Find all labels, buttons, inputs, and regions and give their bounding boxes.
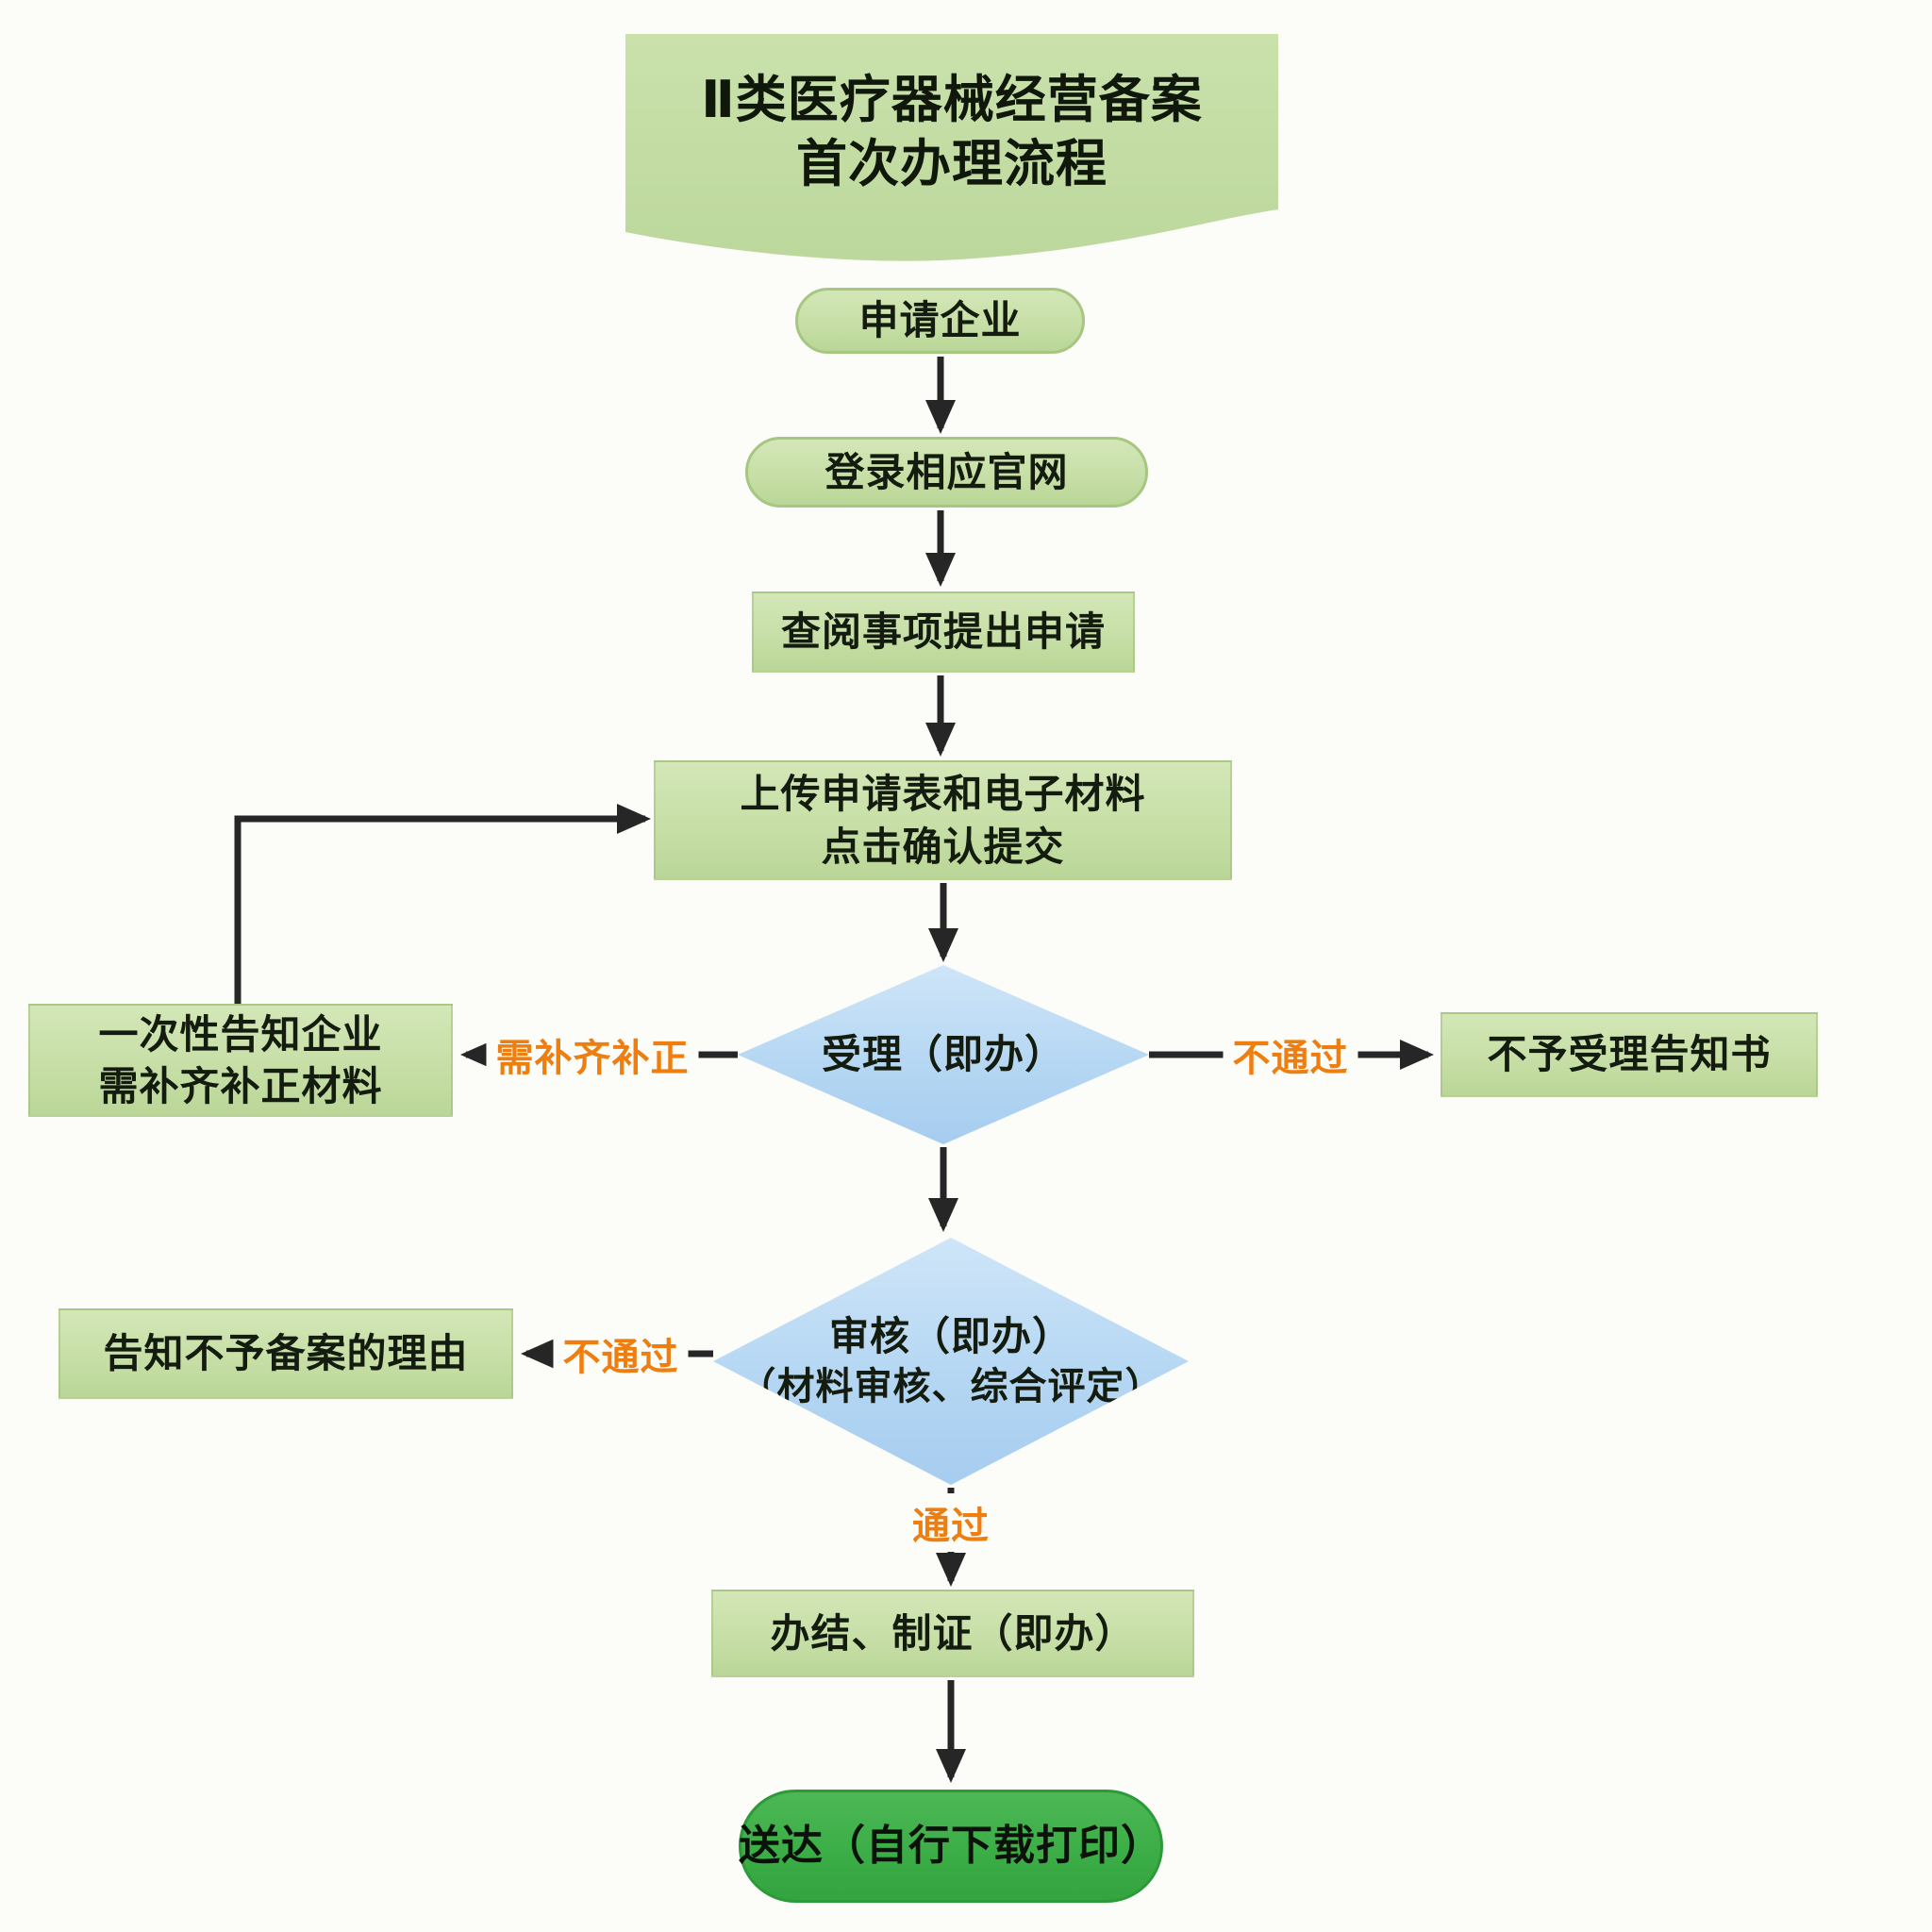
node-reject-reason: 告知不予备案的理由 bbox=[58, 1308, 513, 1399]
page-title-line2: 首次办理流程 bbox=[796, 136, 1108, 192]
edge-label-need-supplement: 需补齐补正 bbox=[486, 1025, 699, 1084]
node-audit-line2: （材料审核、综合评定） bbox=[738, 1366, 1164, 1408]
node-supplement-notice-line2: 需补齐补正材料 bbox=[98, 1064, 383, 1108]
page-title: Ⅱ类医疗器械经营备案 首次办理流程 bbox=[625, 68, 1278, 196]
node-check-submit-label: 查阅事项提出申请 bbox=[780, 609, 1106, 655]
title-banner: Ⅱ类医疗器械经营备案 首次办理流程 bbox=[625, 34, 1278, 265]
node-supplement-notice-line1: 一次性告知企业 bbox=[98, 1011, 383, 1057]
node-deliver-label: 送达（自行下载打印） bbox=[739, 1822, 1163, 1869]
node-accept-label: 受理（即办） bbox=[821, 1032, 1065, 1077]
arrow-supplement-back-to-upload bbox=[234, 804, 651, 1004]
node-deliver: 送达（自行下载打印） bbox=[739, 1790, 1163, 1903]
node-upload: 上传申请表和电子材料 点击确认提交 bbox=[654, 760, 1232, 880]
banner-wave-shape bbox=[625, 34, 1278, 261]
page-title-line1: Ⅱ类医疗器械经营备案 bbox=[701, 72, 1203, 128]
node-reject-notice-label: 不予受理告知书 bbox=[1487, 1032, 1772, 1077]
edge-label-audit-fail: 不通过 bbox=[553, 1324, 689, 1383]
node-reject-notice: 不予受理告知书 bbox=[1441, 1012, 1818, 1097]
edge-label-audit-pass: 通过 bbox=[903, 1493, 999, 1552]
node-check-submit: 查阅事项提出申请 bbox=[752, 591, 1135, 673]
node-reject-reason-label: 告知不予备案的理由 bbox=[103, 1331, 469, 1376]
node-login: 登录相应官网 bbox=[745, 437, 1148, 508]
node-login-label: 登录相应官网 bbox=[824, 449, 1069, 494]
node-finish-label: 办结、制证（即办） bbox=[770, 1610, 1136, 1656]
node-supplement-notice: 一次性告知企业 需补齐补正材料 bbox=[28, 1004, 453, 1117]
node-audit-line1: 审核（即办） bbox=[828, 1313, 1073, 1358]
node-upload-line1: 上传申请表和电子材料 bbox=[740, 772, 1146, 817]
node-finish: 办结、制证（即办） bbox=[711, 1590, 1194, 1677]
edge-label-accept-fail: 不通过 bbox=[1223, 1025, 1358, 1084]
node-applicant-label: 申请企业 bbox=[858, 298, 1022, 343]
node-upload-line2: 点击确认提交 bbox=[821, 824, 1065, 869]
node-applicant: 申请企业 bbox=[795, 288, 1085, 354]
